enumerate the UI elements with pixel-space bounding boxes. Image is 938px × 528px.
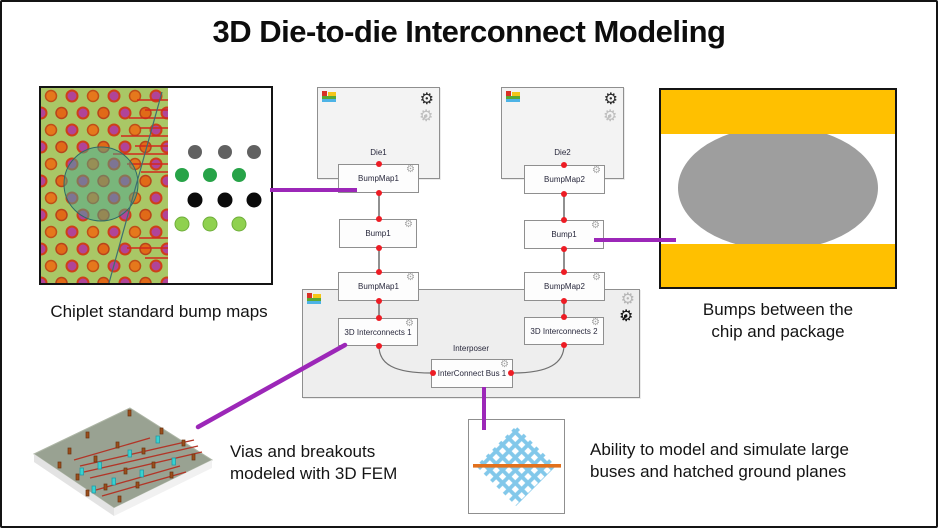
block-label: BumpMap1 <box>358 174 399 183</box>
wire <box>378 301 380 318</box>
component-thumbnail-icon <box>322 91 336 103</box>
hatched-plane-image <box>468 419 565 514</box>
run-gear-icon[interactable]: ⚙▶ <box>603 109 619 125</box>
caption-bus-line2: buses and hatched ground planes <box>590 462 847 481</box>
gear-icon[interactable]: ⚙ <box>591 220 600 231</box>
run-gear-icon[interactable]: ⚙▶ <box>619 309 635 325</box>
block-label: Die2 <box>554 148 571 157</box>
caption-fem: Vias and breakouts modeled with 3D FEM <box>230 441 445 485</box>
port-dot <box>561 191 567 197</box>
bump-cross-section-image <box>659 88 897 289</box>
gear-icon[interactable]: ⚙ <box>500 359 509 370</box>
caption-bus: Ability to model and simulate large buse… <box>590 439 925 483</box>
gear-icon[interactable]: ⚙ <box>419 91 434 108</box>
block-bumpmap1-top[interactable]: BumpMap1 ⚙ <box>338 164 419 193</box>
play-icon: ▶ <box>624 313 628 320</box>
port-dot <box>561 217 567 223</box>
block-label: Bump1 <box>365 229 391 238</box>
port-dot <box>376 315 382 321</box>
block-bumpmap2-top[interactable]: BumpMap2 ⚙ <box>524 165 605 194</box>
port-dot <box>561 162 567 168</box>
caption-bumps-line2: chip and package <box>711 322 845 341</box>
gear-icon[interactable]: ⚙ <box>406 272 415 283</box>
gear-icon[interactable]: ⚙ <box>620 291 635 308</box>
wire <box>563 300 565 317</box>
play-icon: ▶ <box>424 113 428 120</box>
block-3d-interconnects-1[interactable]: 3D Interconnects 1 ⚙ <box>338 318 418 346</box>
block-bump1-left[interactable]: Bump1 ⚙ <box>339 219 417 248</box>
port-dot <box>376 216 382 222</box>
block-bumpmap1-bottom[interactable]: BumpMap1 ⚙ <box>338 272 419 301</box>
block-label: BumpMap2 <box>544 282 585 291</box>
block-bumpmap2-bottom[interactable]: BumpMap2 ⚙ <box>524 272 605 301</box>
gear-icon[interactable]: ⚙ <box>405 318 414 329</box>
port-dot <box>508 370 514 376</box>
package-top-band <box>661 90 895 134</box>
port-dot <box>561 246 567 252</box>
chiplet-bumpmap-image <box>39 86 273 285</box>
block-label: BumpMap2 <box>544 175 585 184</box>
caption-fem-line2: modeled with 3D FEM <box>230 464 398 483</box>
block-label: Interposer <box>452 344 490 353</box>
gear-icon: ⚙ <box>603 108 618 125</box>
component-thumbnail-icon <box>307 293 321 305</box>
wire <box>378 193 380 219</box>
fem-art <box>32 407 214 516</box>
component-thumbnail-icon <box>506 91 520 103</box>
port-dot <box>376 245 382 251</box>
caption-bumps-line1: Bumps between the <box>702 300 854 319</box>
hatch-art <box>473 426 561 506</box>
block-label: 3D Interconnects 2 <box>530 326 598 336</box>
gear-icon[interactable]: ⚙ <box>592 272 601 283</box>
port-dot <box>376 190 382 196</box>
caption-fem-line1: Vias and breakouts <box>230 442 376 461</box>
gear-icon[interactable]: ⚙ <box>591 317 600 328</box>
wire <box>563 249 565 272</box>
package-bottom-band <box>661 244 895 287</box>
play-icon: ▶ <box>608 113 612 120</box>
block-3d-interconnects-2[interactable]: 3D Interconnects 2 ⚙ <box>524 317 604 345</box>
gear-icon: ⚙ <box>419 108 434 125</box>
block-label: 3D Interconnects 1 <box>344 327 412 337</box>
bumpmap-art <box>41 88 262 283</box>
gear-icon[interactable]: ⚙ <box>603 91 618 108</box>
port-dot <box>430 370 436 376</box>
port-dot <box>561 269 567 275</box>
solder-bump-shape <box>678 126 878 250</box>
port-dot <box>376 343 382 349</box>
block-interconnect-bus[interactable]: InterConnect Bus 1 ⚙ <box>431 359 513 388</box>
port-dot <box>376 298 382 304</box>
block-label: InterConnect Bus 1 <box>437 369 507 378</box>
fem-vias-image <box>30 400 222 522</box>
port-dot <box>561 342 567 348</box>
gear-icon[interactable]: ⚙ <box>404 219 413 230</box>
wire <box>563 194 565 220</box>
port-dot <box>561 314 567 320</box>
caption-bumps: Bumps between the chip and package <box>657 299 899 343</box>
run-gear-icon[interactable]: ⚙▶ <box>419 109 435 125</box>
gear-icon[interactable]: ⚙ <box>592 165 601 176</box>
block-label: BumpMap1 <box>358 282 399 291</box>
page-title: 3D Die-to-die Interconnect Modeling <box>212 14 726 49</box>
port-dot <box>561 298 567 304</box>
block-label: Die1 <box>370 148 387 157</box>
gear-icon[interactable]: ⚙ <box>406 164 415 175</box>
block-label: Bump1 <box>551 230 577 239</box>
block-bump1-right[interactable]: Bump1 ⚙ <box>524 220 604 249</box>
wire <box>378 248 380 272</box>
port-dot <box>376 161 382 167</box>
caption-chiplet-bumpmaps: Chiplet standard bump maps <box>50 302 268 321</box>
port-dot <box>376 269 382 275</box>
caption-bus-line1: Ability to model and simulate large <box>590 440 849 459</box>
gear-icon: ⚙ <box>619 308 634 325</box>
